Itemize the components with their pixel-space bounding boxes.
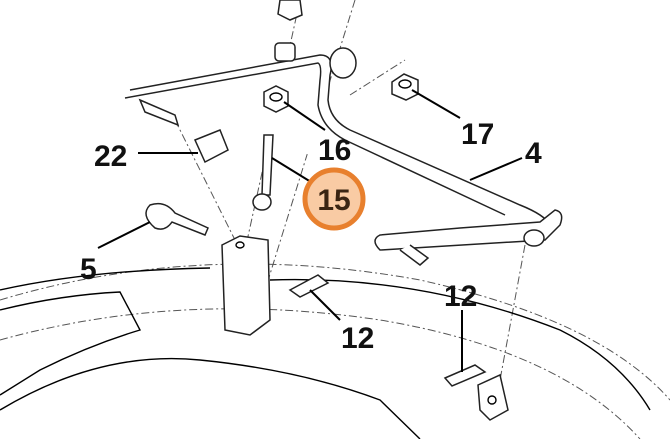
part-17-nut xyxy=(391,73,419,101)
callout-4[interactable]: 4 xyxy=(525,137,542,170)
part-4-rod-assembly xyxy=(124,42,563,266)
part-12-clip-b xyxy=(443,364,487,387)
nuts xyxy=(263,0,419,113)
callout-17[interactable]: 17 xyxy=(461,118,494,151)
part-15-eye-bolt xyxy=(252,134,274,211)
leader-lines xyxy=(97,89,523,372)
highlight-circle xyxy=(302,167,366,231)
mower-deck xyxy=(0,267,651,439)
callout-15-highlighted[interactable]: 15 xyxy=(302,167,366,231)
callout-5[interactable]: 5 xyxy=(80,253,97,286)
part-5-pin xyxy=(145,202,209,236)
callout-22[interactable]: 22 xyxy=(94,140,127,173)
part-12-clip-a xyxy=(288,274,330,298)
part-22-clip xyxy=(193,129,229,164)
callout-15[interactable]: 15 xyxy=(317,184,350,217)
deck-bracket xyxy=(221,235,509,421)
callout-12-a[interactable]: 12 xyxy=(341,322,374,355)
callout-12-b[interactable]: 12 xyxy=(444,280,477,313)
part-16-nut xyxy=(263,85,289,113)
callout-16[interactable]: 16 xyxy=(318,134,351,167)
